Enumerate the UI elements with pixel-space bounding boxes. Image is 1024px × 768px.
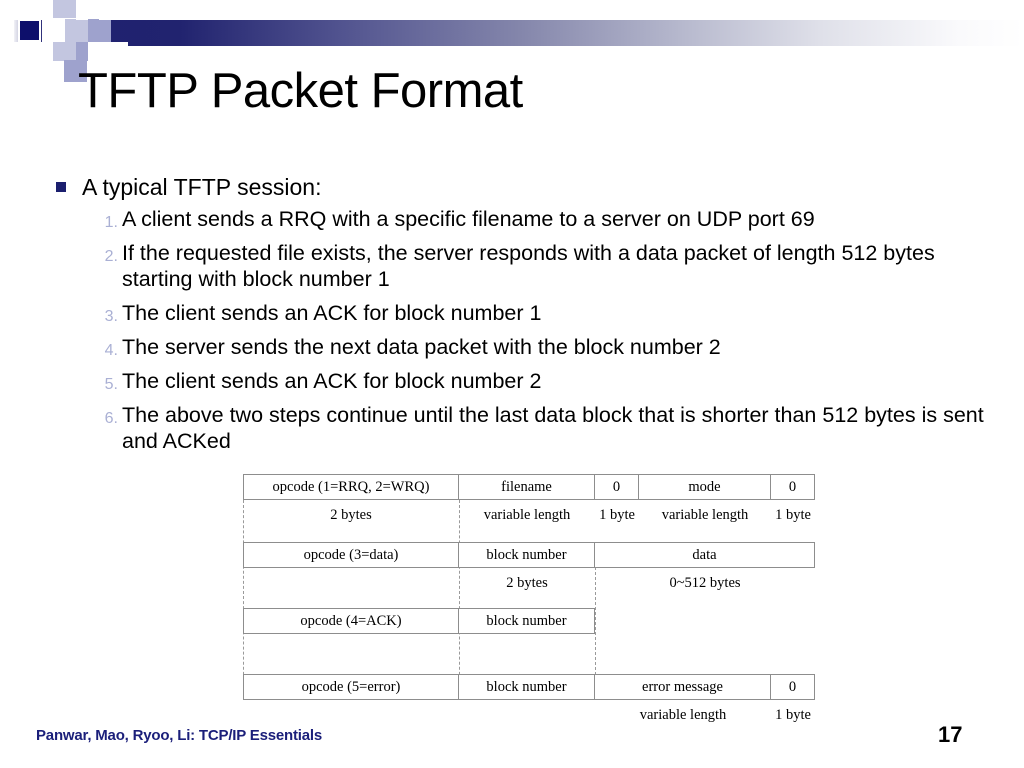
list-item-number: 3. [104,308,118,325]
list-item-number: 6. [104,410,118,427]
header-decoration [0,0,1024,82]
list-item-text: If the requested file exists, the server… [122,241,935,291]
packet-field-data: data [595,542,815,568]
deco-square-10 [53,42,76,61]
packet-field-zero-1: 0 [595,474,639,500]
list-item-number: 1. [104,214,118,231]
deco-square-7 [65,19,88,42]
list-item-text: The client sends an ACK for block number… [122,369,542,393]
list-item-number: 2. [104,248,118,265]
session-steps-list: 1. A client sends a RRQ with a specific … [50,206,990,454]
square-bullet-icon [56,182,66,192]
packet-field-opcode-ack: opcode (4=ACK) [243,608,459,634]
deco-square-3 [42,19,65,42]
deco-square-14 [14,42,53,82]
packet-size-block-number-error [459,704,595,726]
packet-row-ack: opcode (4=ACK) block number [243,608,595,634]
deco-square-9 [88,19,111,42]
slide-body: A typical TFTP session: 1. A client send… [50,172,990,462]
list-item: 2. If the requested file exists, the ser… [50,240,990,292]
deco-square-16 [99,0,139,20]
deco-square-8 [76,0,88,20]
deco-square-6 [53,0,76,18]
packet-size-zero-3: 1 byte [775,706,811,723]
packet-field-zero-3: 0 [771,674,815,700]
packet-row-rrq-wrq: opcode (1=RRQ, 2=WRQ) filename 0 mode 0 [243,474,815,500]
list-item-text: The client sends an ACK for block number… [122,301,542,325]
packet-field-mode: mode [639,474,771,500]
packet-field-block-number-data: block number [459,542,595,568]
footer-credit: Panwar, Mao, Ryoo, Li: TCP/IP Essentials [36,727,322,744]
header-gradient-bar [0,20,1024,46]
packet-field-block-number-error: block number [459,674,595,700]
list-item-number: 4. [104,342,118,359]
packet-size-data: 0~512 bytes [669,574,741,591]
list-item-text: The above two steps continue until the l… [122,403,984,453]
list-item-number: 5. [104,376,118,393]
bullet-lead: A typical TFTP session: [50,172,990,202]
packet-row-error: opcode (5=error) block number error mess… [243,674,815,700]
packet-sizes-data: 2 bytes 0~512 bytes [243,572,815,594]
packet-field-opcode-rrq: opcode (1=RRQ, 2=WRQ) [243,474,459,500]
packet-field-error-message: error message [595,674,771,700]
list-item: 1. A client sends a RRQ with a specific … [50,206,990,232]
packet-size-zero-1: 1 byte [599,506,635,523]
dashed-connector-mid1 [459,500,460,690]
packet-sizes-rrq-wrq: 2 bytes variable length 1 byte variable … [243,504,815,526]
bullet-lead-text: A typical TFTP session: [82,174,322,200]
packet-size-opcode-error [243,704,459,726]
packet-field-filename: filename [459,474,595,500]
list-item: 4. The server sends the next data packet… [50,334,990,360]
page-title: TFTP Packet Format [78,64,523,118]
dashed-connector-left [243,500,244,690]
packet-size-opcode-data [243,572,459,594]
list-item-text: A client sends a RRQ with a specific fil… [122,207,815,231]
packet-field-block-number-ack: block number [459,608,595,634]
packet-size-error-message: variable length [639,706,727,723]
list-item-text: The server sends the next data packet wi… [122,335,721,359]
tftp-packet-format-diagram: opcode (1=RRQ, 2=WRQ) filename 0 mode 0 … [243,474,815,724]
deco-square-2 [20,21,39,40]
list-item: 5. The client sends an ACK for block num… [50,368,990,394]
packet-field-opcode-data: opcode (3=data) [243,542,459,568]
packet-field-zero-2: 0 [771,474,815,500]
packet-size-filename: variable length [483,506,571,523]
packet-size-block-number-data: 2 bytes [506,574,548,591]
list-item: 6. The above two steps continue until th… [50,402,990,454]
packet-sizes-error: variable length 1 byte [243,704,815,726]
packet-size-opcode-rrq: 2 bytes [330,506,372,523]
deco-square-13 [0,0,14,82]
dashed-connector-mid2 [595,552,596,690]
packet-row-data: opcode (3=data) block number data [243,542,815,568]
list-item: 3. The client sends an ACK for block num… [50,300,990,326]
packet-size-zero-2: 1 byte [775,506,811,523]
packet-field-opcode-error: opcode (5=error) [243,674,459,700]
page-number: 17 [938,722,963,747]
packet-size-mode: variable length [661,506,749,523]
deco-square-15 [88,42,128,82]
deco-square-12 [64,60,87,82]
